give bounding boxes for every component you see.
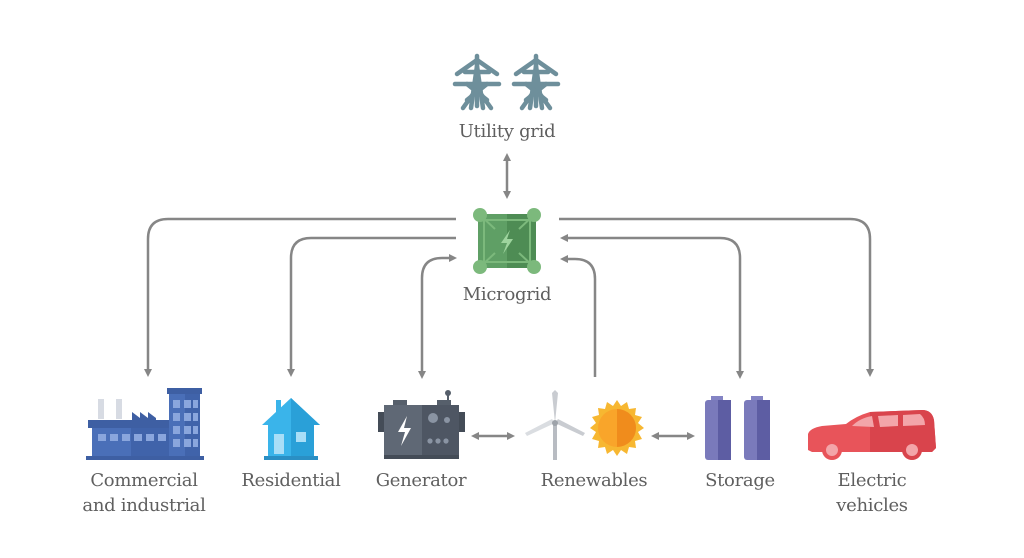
ev-label-line1: Electric: [837, 470, 907, 491]
commercial-label: Commercial and industrial: [64, 468, 224, 518]
commercial-label-line2: and industrial: [82, 495, 206, 516]
microgrid-label: Microgrid: [462, 284, 552, 305]
car-icon: [808, 410, 936, 460]
commercial-label-line1: Commercial: [90, 470, 198, 491]
renewables-label: Renewables: [540, 470, 648, 491]
edge-microgrid-commercial: [144, 217, 456, 377]
microgrid-controller-icon: [473, 208, 541, 274]
edge-microgrid-residential: [287, 236, 456, 377]
sun-icon: [590, 400, 644, 456]
electric-vehicles-label: Electric vehicles: [812, 468, 932, 518]
wind-turbine-icon: [525, 390, 585, 460]
battery-icon: [705, 396, 770, 460]
edge-microgrid-ev: [559, 217, 874, 377]
residential-label: Residential: [241, 470, 341, 491]
edge-generator-microgrid: [418, 254, 457, 379]
transmission-tower-icon: [452, 53, 561, 111]
wind-turbine-sun-icon: [525, 390, 644, 460]
utility-grid-label: Utility grid: [458, 121, 556, 142]
storage-label: Storage: [705, 470, 775, 491]
factory-icon: [86, 388, 204, 460]
house-icon: [262, 398, 320, 460]
generator-label: Generator: [375, 470, 467, 491]
ev-label-line2: vehicles: [836, 495, 908, 516]
generator-icon: [378, 390, 465, 459]
edge-storage-microgrid: [560, 234, 744, 379]
edge-renewables-microgrid: [560, 255, 597, 377]
